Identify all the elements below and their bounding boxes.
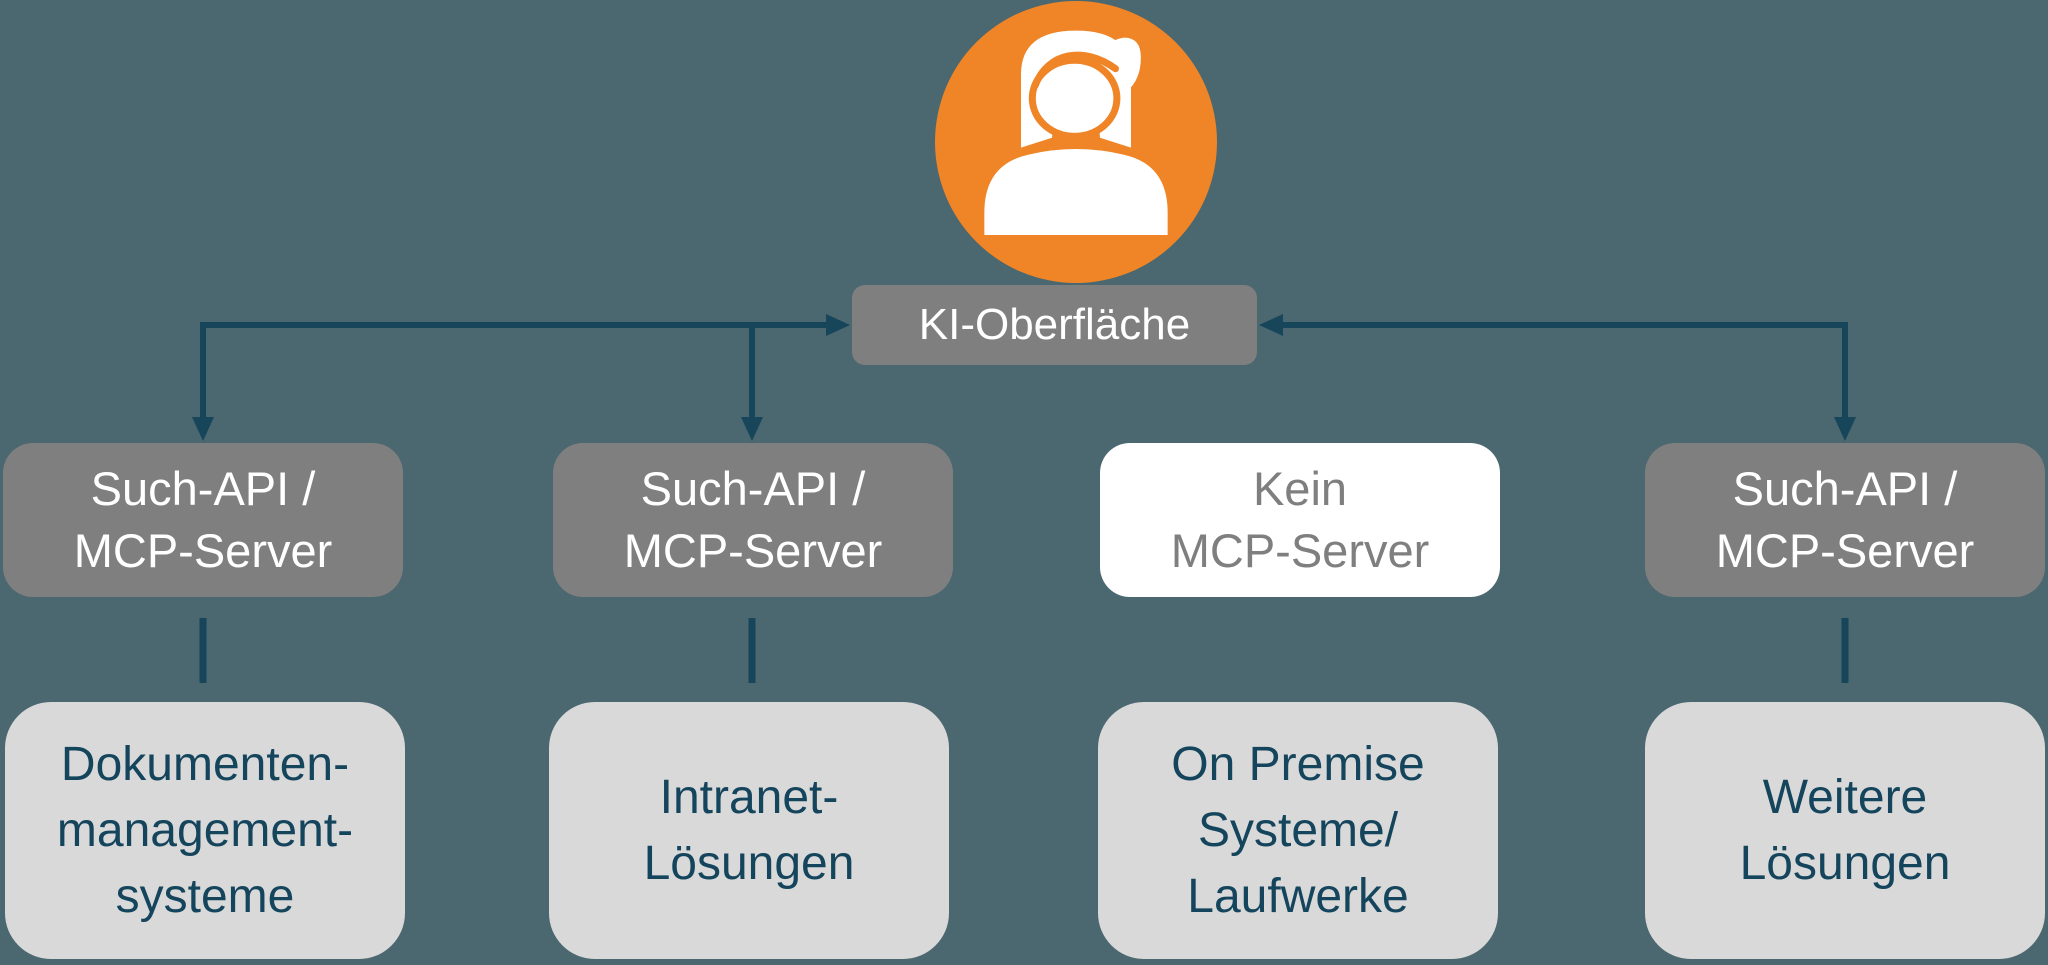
arrowhead-into-col4	[1834, 417, 1856, 441]
node-label-line: Such-API /	[1732, 462, 1958, 515]
node-label-line: Weitere	[1762, 770, 1928, 824]
node-ki-oberflaeche: KI-Oberfläche	[852, 285, 1257, 365]
arrowhead-into-col1	[192, 417, 214, 441]
node-label-line: MCP-Server	[623, 524, 883, 577]
node-label-line: Intranet-	[659, 770, 839, 824]
node-label-line: Such-API /	[90, 462, 316, 515]
node-such-api-mcp-server-2: Such-API / MCP-Server	[553, 443, 953, 597]
node-such-api-mcp-server-1: Such-API / MCP-Server	[3, 443, 403, 597]
node-label-line: systeme	[115, 869, 295, 923]
node-label-line: Lösungen	[643, 836, 855, 890]
arrowhead-into-root-right	[1259, 314, 1283, 336]
node-label-line: Laufwerke	[1187, 869, 1409, 923]
node-on-premise-systeme-laufwerke: On Premise Systeme/ Laufwerke	[1098, 702, 1498, 959]
node-label-line: Such-API /	[640, 462, 866, 515]
arrowhead-into-col2	[741, 417, 763, 441]
node-label-line: Kein	[1252, 462, 1348, 515]
woman-avatar-icon	[935, 1, 1217, 283]
node-such-api-mcp-server-3: Such-API / MCP-Server	[1645, 443, 2045, 597]
arrowhead-into-root-left	[826, 314, 850, 336]
node-label-line: Dokumenten-	[60, 737, 350, 791]
node-label-line: MCP-Server	[1715, 524, 1975, 577]
node-intranet-loesungen: Intranet- Lösungen	[549, 702, 949, 959]
node-label-line: Lösungen	[1739, 836, 1951, 890]
node-weitere-loesungen: Weitere Lösungen	[1645, 702, 2045, 959]
node-kein-mcp-server: Kein MCP-Server	[1100, 443, 1500, 597]
node-label-line: MCP-Server	[73, 524, 333, 577]
user-avatar	[935, 1, 1217, 283]
node-label-line: MCP-Server	[1170, 524, 1430, 577]
node-label-line: On Premise	[1171, 737, 1425, 791]
node-label-line: management-	[56, 803, 354, 857]
node-label-line: Systeme/	[1197, 803, 1399, 857]
node-dokumentenmanagementsysteme: Dokumenten- management- systeme	[5, 702, 405, 959]
node-ki-oberflaeche-label: KI-Oberfläche	[918, 300, 1191, 349]
